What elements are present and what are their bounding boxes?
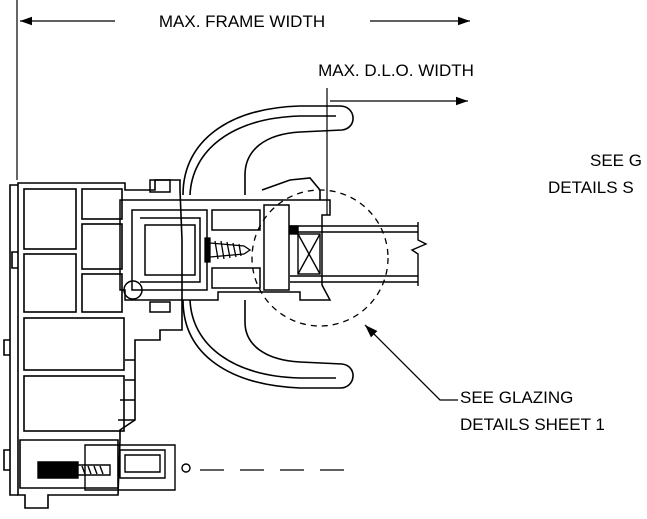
frame-chamber-7	[81, 273, 123, 313]
glazing-detail-circle	[251, 189, 389, 327]
glazing-callout-right-line2: DETAILS S	[548, 178, 634, 197]
frame-chamber-1	[23, 188, 77, 250]
frame-chamber-2	[23, 253, 77, 313]
bottom-hardware	[37, 444, 191, 491]
glazing-unit	[289, 222, 428, 286]
dlo-width-dimension	[326, 88, 468, 215]
glazing-leader-line	[364, 324, 458, 401]
frame-chamber-6	[81, 223, 123, 270]
frame-chamber-5	[81, 188, 123, 220]
sash-extrusion	[119, 179, 332, 313]
spacer	[297, 233, 321, 275]
sash-chamber-top	[211, 209, 261, 231]
glazing-callout-line2: DETAILS SHEET 1	[460, 415, 605, 434]
steel-reinforcement	[140, 217, 201, 283]
sash-chamber-bottom	[211, 267, 261, 289]
frame-width-dimension	[16, 0, 470, 180]
frame-chamber-3	[23, 317, 125, 371]
dlo-width-label: MAX. D.L.O. WIDTH	[318, 61, 474, 80]
glazing-callout-right-line1: SEE G	[590, 151, 642, 170]
frame-width-label: MAX. FRAME WIDTH	[159, 12, 325, 31]
base-chamber	[19, 439, 119, 489]
top-weatherstrip	[149, 179, 171, 193]
glazing-callout-line1: SEE GLAZING	[460, 388, 573, 407]
hinge-pin	[123, 280, 143, 300]
handle-profile	[182, 105, 354, 389]
frame-extrusion	[3, 179, 183, 509]
frame-chamber-4	[23, 375, 125, 432]
screw-icon	[204, 237, 252, 263]
bottom-weatherstrip	[149, 301, 171, 313]
sash-chamber-right	[263, 204, 290, 291]
